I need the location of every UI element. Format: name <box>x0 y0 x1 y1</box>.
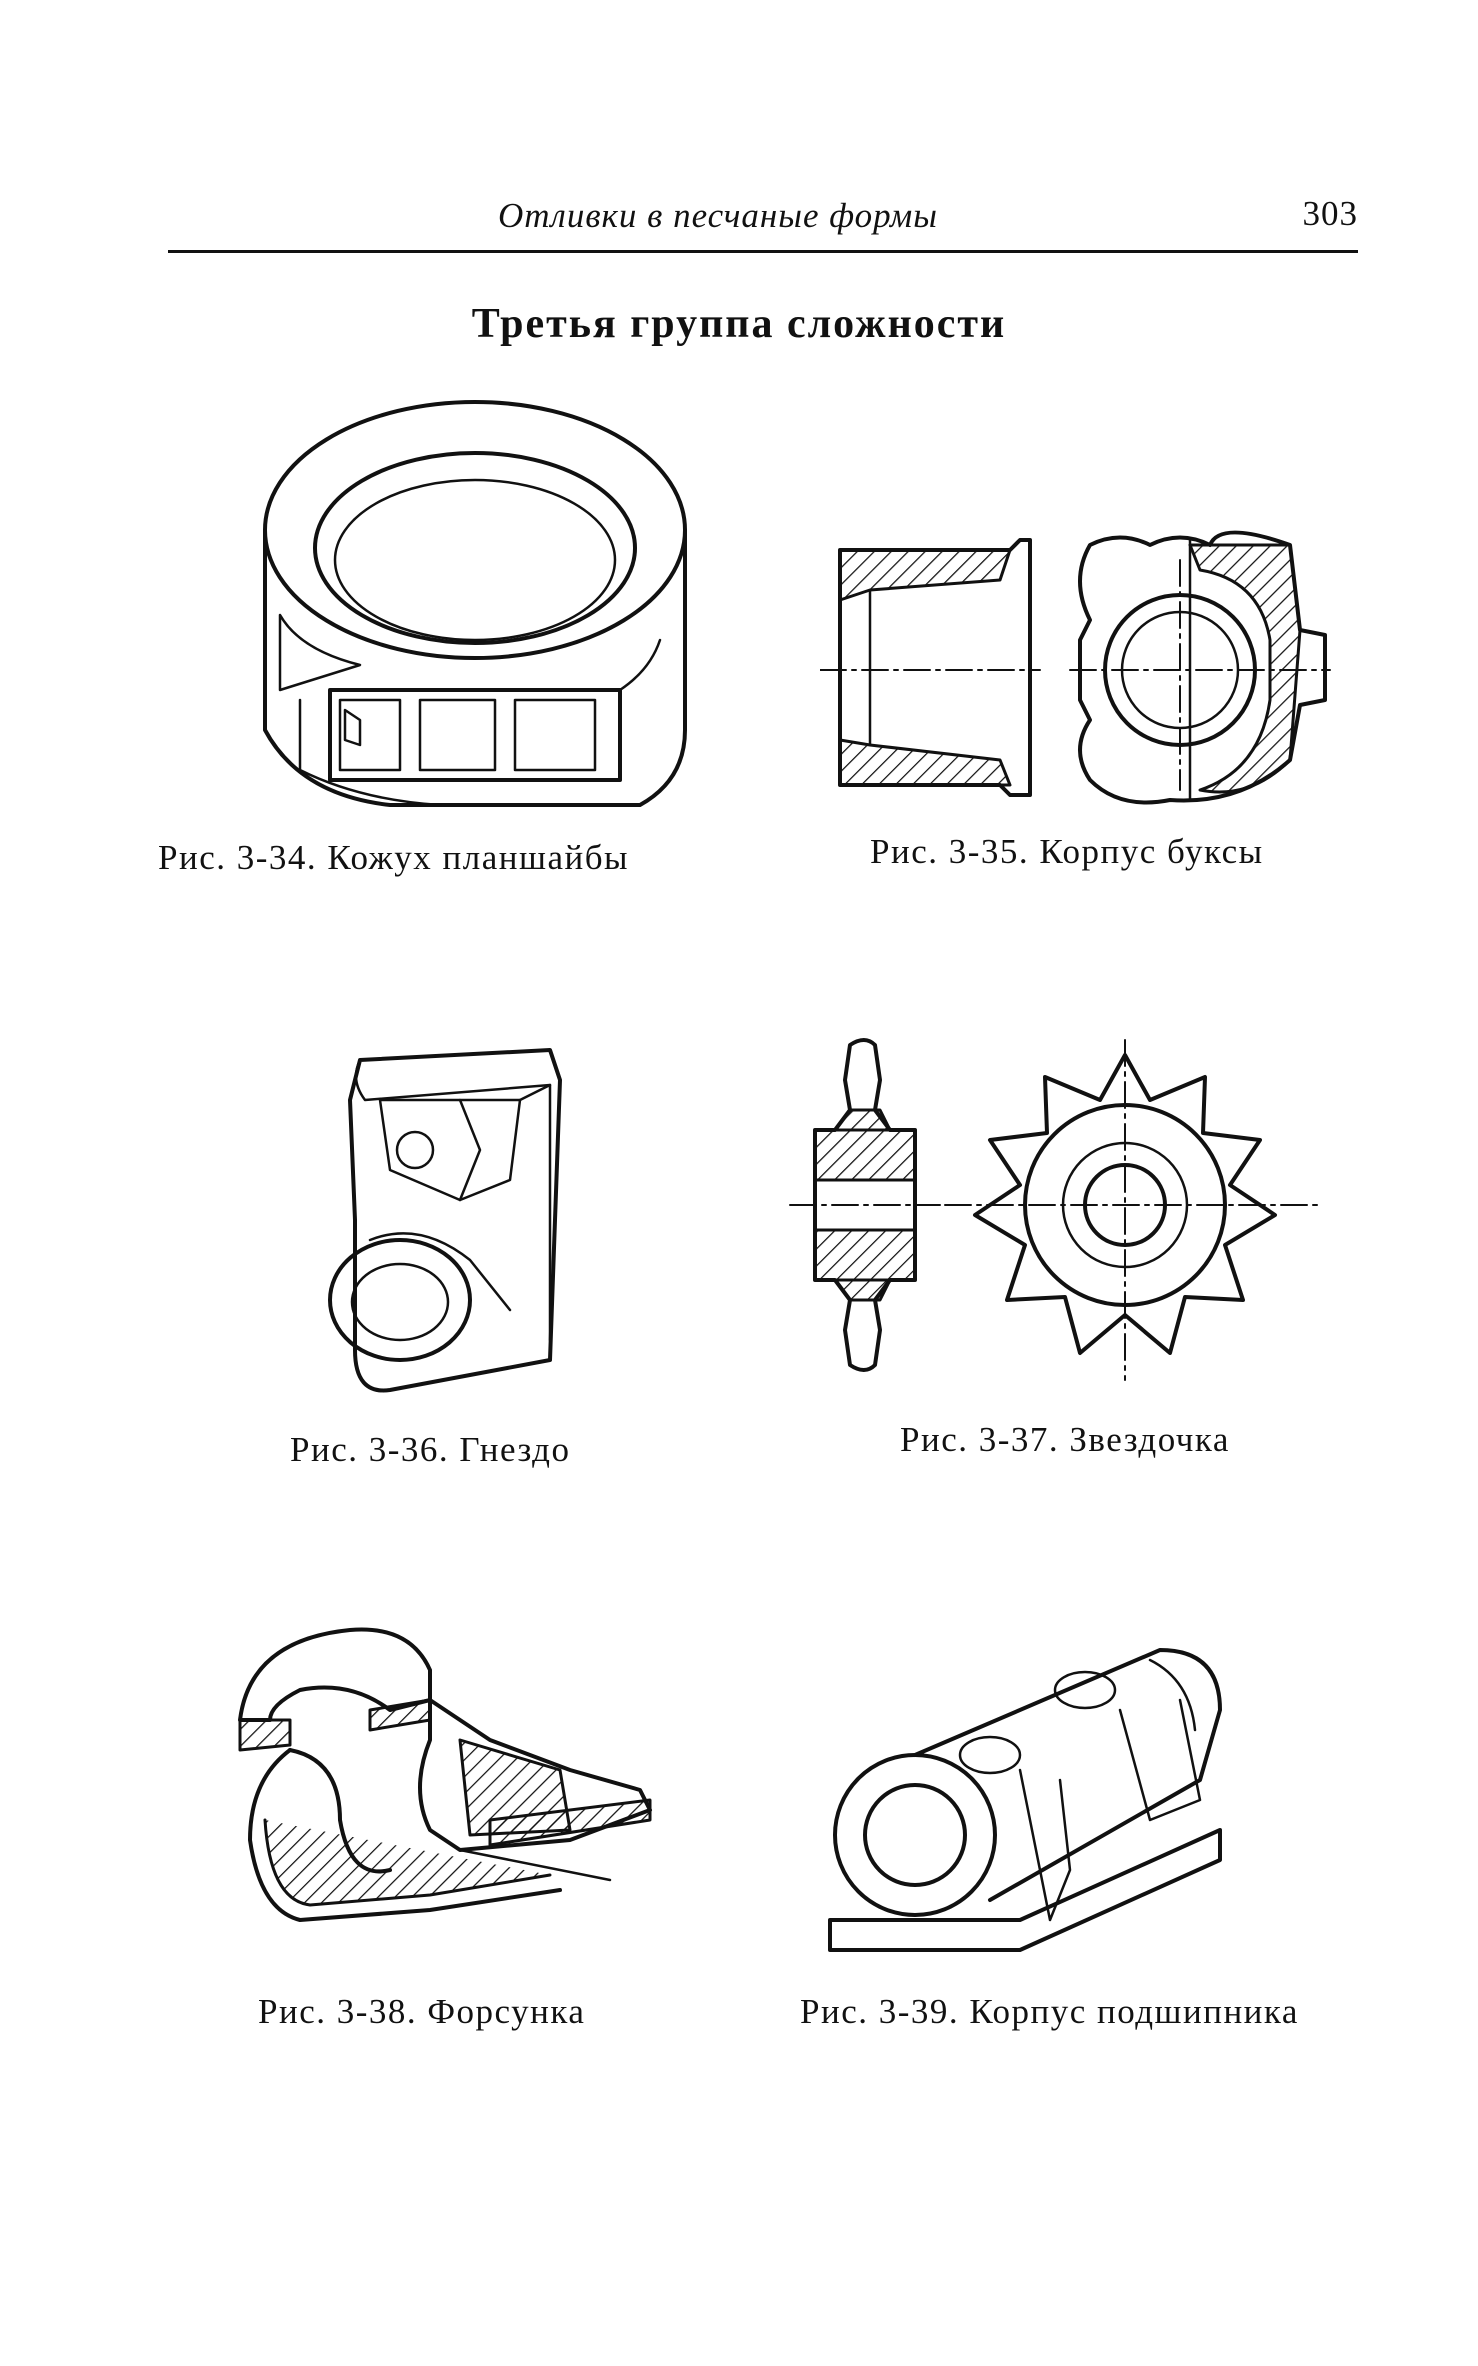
axle-box-housing-drawing <box>820 530 1331 805</box>
running-head: Отливки в песчаные формы 303 <box>168 194 1358 248</box>
header-rule <box>168 250 1358 253</box>
nozzle-drawing <box>238 1627 652 1922</box>
plate-cover-drawing <box>263 400 687 807</box>
page-number: 303 <box>1302 194 1358 233</box>
figure-caption-3-35: Рис. 3-35. Корпус буксы <box>870 832 1264 871</box>
sprocket-drawing <box>789 1038 1321 1381</box>
socket-drawing <box>328 1048 562 1393</box>
figure-caption-3-38: Рис. 3-38. Форсунка <box>258 1992 586 2031</box>
bearing-housing-drawing <box>828 1648 1222 1952</box>
figure-caption-3-39: Рис. 3-39. Корпус подшипника <box>800 1992 1299 2031</box>
figure-caption-3-34: Рис. 3-34. Кожух планшайбы <box>158 838 630 877</box>
running-title: Отливки в песчаные формы <box>498 196 938 235</box>
figure-caption-3-36: Рис. 3-36. Гнездо <box>290 1430 571 1469</box>
figure-caption-3-37: Рис. 3-37. Звездочка <box>900 1420 1230 1459</box>
section-title: Третья группа сложности <box>471 301 1007 347</box>
